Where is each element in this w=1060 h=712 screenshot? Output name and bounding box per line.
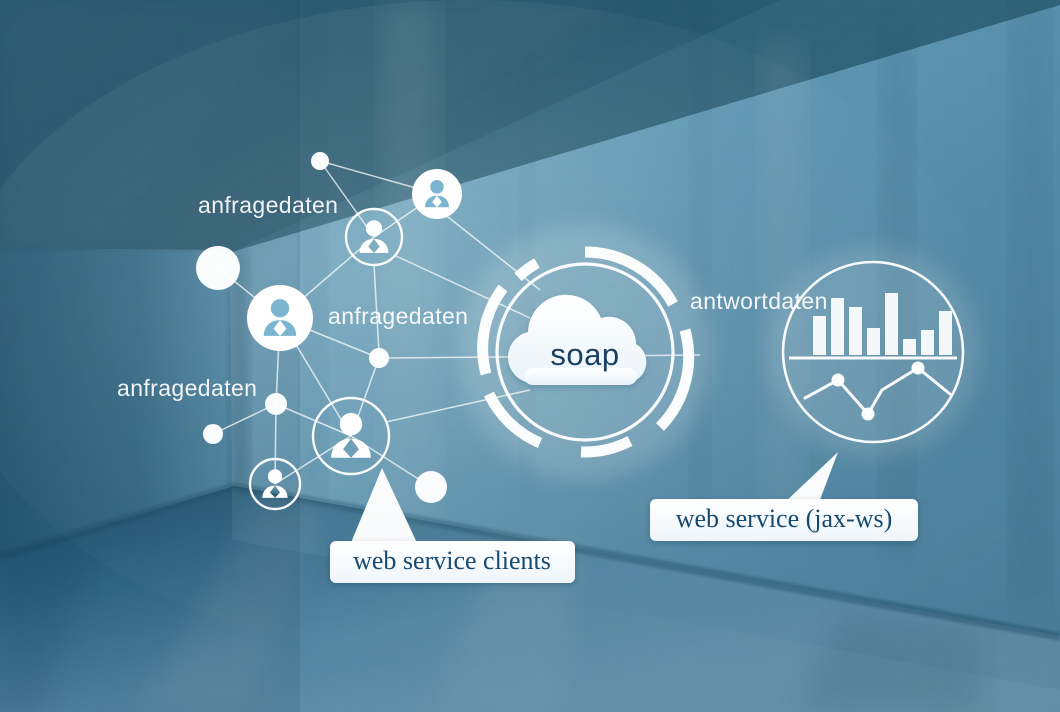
analytics-node[interactable] <box>781 260 965 444</box>
network-node-dot <box>265 393 287 415</box>
network-edge <box>212 403 277 435</box>
callout-web-service-clients[interactable]: web service clients <box>330 468 575 583</box>
analytics-ring <box>781 260 965 444</box>
callout-box-clients <box>330 541 575 583</box>
analytics-line-chart <box>803 361 952 421</box>
cloud-icon <box>507 294 647 385</box>
label-anfragedaten-3: anfragedaten <box>117 375 257 401</box>
client-node-5[interactable] <box>248 457 302 511</box>
network-node-dot <box>311 152 329 170</box>
network-plain-nodes <box>196 152 447 503</box>
soap-outer-ring <box>477 246 695 458</box>
soap-label: soap <box>550 337 619 372</box>
network-edge <box>373 264 380 353</box>
callout-pointer-clients <box>350 468 418 545</box>
client-node-2[interactable] <box>344 207 404 267</box>
network-node-dot <box>415 471 447 503</box>
callout-box-service <box>650 499 918 541</box>
analytics-bar-chart <box>813 293 952 355</box>
label-anfragedaten-2: anfragedaten <box>328 303 468 329</box>
network-edge <box>385 389 531 423</box>
client-node-1[interactable] <box>412 169 462 219</box>
soap-inner-ring <box>495 262 675 442</box>
callout-label-clients: web service clients <box>353 546 551 575</box>
network-node-dot <box>196 246 240 290</box>
callout-label-service: web service (jax-ws) <box>676 504 893 533</box>
network-node-dot <box>369 348 389 368</box>
network-node-dot <box>203 424 223 444</box>
label-antwortdaten: antwortdaten <box>690 288 828 314</box>
soap-hub[interactable]: soap <box>477 246 695 458</box>
callout-pointer-service <box>782 452 838 505</box>
callout-web-service-jaxws[interactable]: web service (jax-ws) <box>650 452 918 541</box>
client-node-3[interactable] <box>247 285 313 351</box>
network-edge <box>275 403 352 437</box>
client-node-4[interactable] <box>311 396 391 476</box>
label-anfragedaten-1: anfragedaten <box>198 192 338 218</box>
network-edge <box>319 160 375 238</box>
